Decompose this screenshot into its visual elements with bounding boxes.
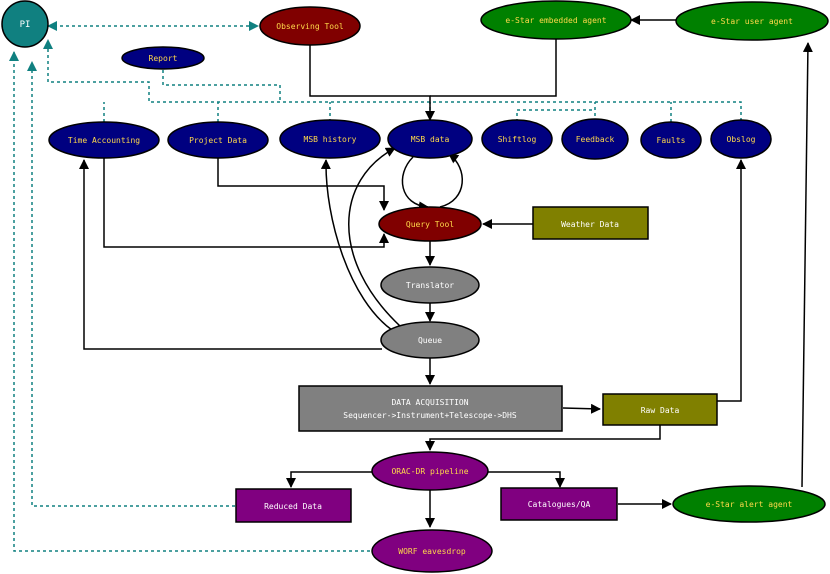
node-pi[interactable]: PI bbox=[1, 0, 49, 48]
edge-oracdr-to-reduced bbox=[286, 471, 372, 488]
node-msb-history-label: MSB history bbox=[304, 135, 357, 144]
node-raw-data[interactable]: Raw Data bbox=[602, 393, 718, 426]
node-query-tool-label: Query Tool bbox=[406, 220, 454, 229]
node-shiftlog[interactable]: Shiftlog bbox=[481, 119, 553, 159]
node-shiftlog-label: Shiftlog bbox=[498, 135, 537, 144]
node-estar-alert[interactable]: e-Star alert agent bbox=[672, 485, 826, 523]
node-project-data[interactable]: Project Data bbox=[167, 121, 269, 159]
node-estar-user[interactable]: e-Star user agent bbox=[675, 1, 829, 41]
node-catalogues-label: Catalogues/QA bbox=[528, 500, 591, 509]
node-obslog[interactable]: Obslog bbox=[710, 119, 772, 159]
node-time-accounting[interactable]: Time Accounting bbox=[48, 121, 160, 159]
edge-shiftlog-up bbox=[516, 102, 596, 122]
node-translator[interactable]: Translator bbox=[380, 266, 480, 304]
node-queue[interactable]: Queue bbox=[380, 321, 480, 359]
edge-report-line bbox=[162, 70, 281, 102]
node-queue-label: Queue bbox=[418, 336, 442, 345]
node-estar-embedded-label: e-Star embedded agent bbox=[505, 16, 606, 25]
node-weather-data-label: Weather Data bbox=[561, 220, 619, 229]
edge-worf-to-pi bbox=[9, 51, 370, 552]
edge-alert-to-user bbox=[801, 42, 813, 488]
node-catalogues[interactable]: Catalogues/QA bbox=[500, 487, 618, 521]
edge-time-accounting-to-query bbox=[103, 157, 389, 248]
dashed-edges bbox=[9, 21, 742, 552]
node-msb-data[interactable]: MSB data bbox=[387, 119, 473, 159]
node-reduced-data[interactable]: Reduced Data bbox=[235, 488, 352, 523]
node-worf-label: WORF eavesdrop bbox=[398, 547, 466, 556]
node-weather-data[interactable]: Weather Data bbox=[532, 206, 649, 240]
edge-tabs-to-pi bbox=[43, 39, 742, 127]
node-estar-embedded[interactable]: e-Star embedded agent bbox=[480, 0, 632, 40]
edge-msb-loop-left bbox=[401, 156, 429, 212]
edge-embedded-agent-down bbox=[430, 39, 557, 97]
edge-queue-to-msb-history bbox=[320, 159, 393, 331]
node-estar-alert-label: e-Star alert agent bbox=[706, 500, 793, 509]
node-faults[interactable]: Faults bbox=[640, 121, 702, 159]
node-time-accounting-label: Time Accounting bbox=[68, 136, 140, 145]
edge-dataacq-to-raw bbox=[562, 403, 601, 414]
node-msb-data-label: MSB data bbox=[411, 135, 450, 144]
node-oracdr-label: ORAC-DR pipeline bbox=[391, 467, 468, 476]
node-feedback-label: Feedback bbox=[576, 135, 615, 144]
edge-queue-to-time-accounting bbox=[79, 159, 382, 350]
node-query-tool[interactable]: Query Tool bbox=[378, 206, 482, 242]
node-worf[interactable]: WORF eavesdrop bbox=[371, 529, 493, 573]
node-feedback[interactable]: Feedback bbox=[561, 118, 629, 160]
node-data-acquisition[interactable]: DATA ACQUISITION Sequencer->Instrument+T… bbox=[298, 385, 563, 432]
node-reduced-data-label: Reduced Data bbox=[264, 502, 322, 511]
edge-raw-to-obslog bbox=[717, 159, 746, 402]
node-report[interactable]: Report bbox=[121, 46, 205, 70]
node-msb-history[interactable]: MSB history bbox=[279, 119, 381, 159]
node-data-acquisition-label: DATA ACQUISITION bbox=[391, 398, 468, 407]
edge-oracdr-to-catalogues bbox=[488, 471, 565, 488]
node-obslog-label: Obslog bbox=[727, 135, 756, 144]
node-translator-label: Translator bbox=[406, 281, 454, 290]
node-estar-user-label: e-Star user agent bbox=[711, 17, 793, 26]
node-report-label: Report bbox=[149, 54, 178, 63]
node-oracdr[interactable]: ORAC-DR pipeline bbox=[371, 451, 489, 491]
edge-msb-loop-right bbox=[439, 153, 463, 208]
node-project-data-label: Project Data bbox=[189, 136, 247, 145]
edge-reduced-to-pi bbox=[27, 61, 235, 507]
node-data-acquisition-sublabel: Sequencer->Instrument+Telescope->DHS bbox=[343, 411, 517, 420]
node-faults-label: Faults bbox=[657, 136, 686, 145]
node-pi-label: PI bbox=[20, 20, 31, 30]
edge-project-data-to-query bbox=[217, 157, 389, 211]
node-observing-tool[interactable]: Observing Tool bbox=[259, 6, 361, 46]
edge-observing-tool-down bbox=[309, 45, 435, 121]
edge-queue-to-msb-data bbox=[348, 147, 401, 327]
node-raw-data-label: Raw Data bbox=[641, 406, 680, 415]
solid-edges bbox=[79, 15, 813, 528]
node-observing-tool-label: Observing Tool bbox=[276, 22, 344, 31]
edge-raw-to-oracdr bbox=[425, 425, 661, 451]
